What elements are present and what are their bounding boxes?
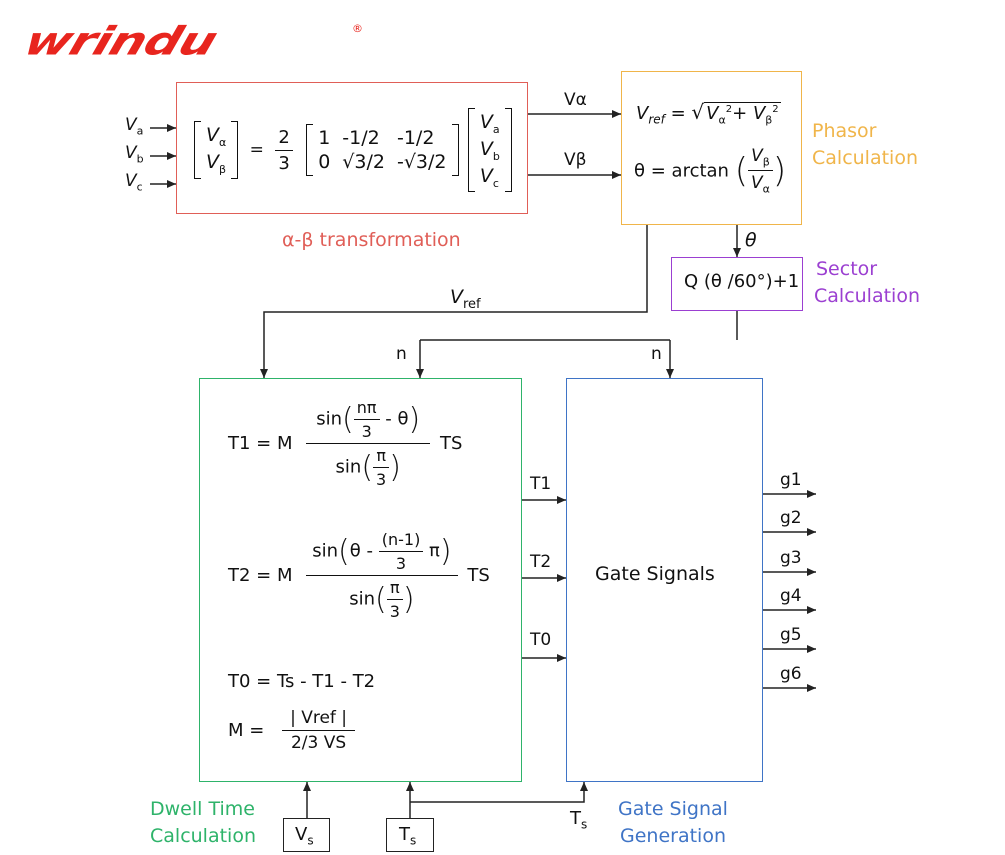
vector-rhs: Va Vb Vc — [467, 108, 512, 193]
gate-caption: Gate Signal Generation — [618, 798, 728, 847]
label-ts-gate: Ts — [570, 808, 588, 832]
label-t2: T2 — [530, 552, 552, 572]
arrow-ts-gate — [410, 782, 588, 803]
dwell-caption: Dwell Time Calculation — [150, 798, 256, 847]
label-n-left: n — [396, 344, 407, 364]
label-g5: g5 — [780, 625, 802, 645]
label-vbeta: Vβ — [564, 150, 587, 170]
vector-lhs: Vα Vβ — [194, 121, 239, 179]
t0-equation: T0 = Ts - T1 - T2 — [228, 671, 376, 692]
theta-equation: θ = arctan ( Vβ Vα ) — [634, 146, 787, 196]
label-g4: g4 — [780, 586, 802, 606]
label-t1: T1 — [530, 474, 552, 494]
label-g3: g3 — [780, 548, 802, 568]
sector-block — [671, 257, 803, 311]
alpha-beta-block — [176, 82, 528, 214]
alpha-beta-equation: Vα Vβ = 2 3 1-1/2-1/2 0√3/2-√3/2 Va Vb V… — [194, 108, 512, 193]
input-vc: Vc — [125, 171, 143, 194]
arrow-vref — [260, 225, 648, 378]
logo-registered: ® — [352, 22, 363, 35]
wrindu-logo: wrindu ® — [19, 16, 363, 66]
gate-signals-block — [566, 378, 763, 782]
sector-formula: Q (θ /60°)+1 — [684, 271, 800, 292]
input-vb: Vb — [125, 143, 144, 166]
coef-two-thirds: 2 3 — [275, 127, 293, 174]
label-vs: Vs — [295, 824, 314, 848]
label-vref: Vref — [450, 286, 481, 312]
sector-caption: Sector Calculation — [814, 258, 920, 307]
gate-signals-title: Gate Signals — [595, 563, 715, 585]
transform-matrix: 1-1/2-1/2 0√3/2-√3/2 — [306, 124, 459, 177]
label-valpha: Vα — [564, 90, 587, 110]
m-equation: M = | Vref | 2/3 VS — [228, 708, 356, 753]
logo-text: wrindu — [18, 18, 223, 64]
label-g1: g1 — [780, 470, 802, 490]
phasor-block — [621, 71, 802, 225]
ts-input-box — [386, 818, 434, 852]
vref-equation: Vref = √Vα2+ Vβ2 — [636, 100, 781, 127]
alpha-beta-caption: α-β transformation — [282, 229, 461, 251]
label-t0: T0 — [530, 630, 552, 650]
label-ts-input: Ts — [399, 824, 417, 848]
vs-input-box — [283, 818, 330, 852]
label-n-right: n — [651, 344, 662, 364]
label-g2: g2 — [780, 508, 802, 528]
label-g6: g6 — [780, 664, 802, 684]
input-va: Va — [125, 115, 144, 138]
dwell-time-block — [199, 378, 522, 782]
label-theta: θ — [745, 229, 757, 251]
phasor-caption: Phasor Calculation — [812, 120, 918, 169]
